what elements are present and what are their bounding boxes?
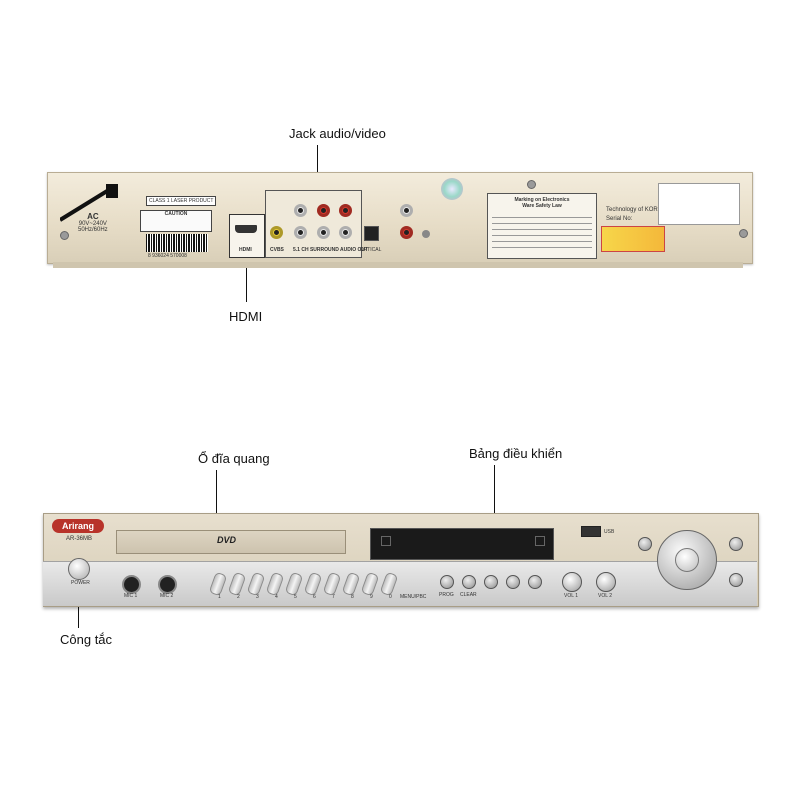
callout-power-switch: Công tắc	[60, 632, 113, 647]
ac-title: AC	[87, 212, 99, 221]
control-button-1[interactable]	[484, 575, 498, 589]
hdmi-port-block: HDMI	[229, 214, 265, 258]
power-button[interactable]	[68, 558, 90, 580]
jack-bottom-1[interactable]	[294, 226, 307, 239]
power-cord	[58, 182, 120, 222]
display-icon-left	[381, 536, 391, 546]
hdmi-port[interactable]	[235, 225, 257, 233]
key-5-label: 5	[294, 594, 297, 600]
ac-label-block: AC 90V~240V 50Hz/60Hz	[78, 212, 108, 233]
rear-screw-left	[60, 231, 69, 240]
usb-label: USB	[604, 529, 615, 535]
key-1-label: 1	[218, 594, 221, 600]
brand-logo: Arirang	[52, 519, 104, 533]
vol2-label: VOL 2	[598, 593, 612, 599]
jack-top-2[interactable]	[317, 204, 330, 217]
ground-screw	[422, 230, 430, 238]
technology-label: Technology of KOREA	[606, 207, 666, 213]
power-cord-icon	[58, 184, 118, 222]
jack-cvbs[interactable]	[270, 226, 283, 239]
key-3-label: 3	[256, 594, 259, 600]
key-7-label: 7	[332, 594, 335, 600]
key-6-label: 6	[313, 594, 316, 600]
ac-frequency: 50Hz/60Hz	[78, 227, 108, 233]
mic2-label: MIC 2	[160, 593, 174, 599]
vol1-label: VOL 1	[564, 593, 578, 599]
display-window	[370, 528, 554, 560]
spec-plate: Marking on Electronics Ware Safety Law	[487, 193, 597, 259]
optical-label: OPTICAL	[360, 247, 382, 253]
model-label: AR-36MB	[66, 536, 93, 542]
callout-optical-drive-line	[216, 470, 217, 536]
stop-button[interactable]	[729, 537, 743, 551]
key-0-label: 0	[389, 594, 392, 600]
rear-screw-mid	[527, 180, 536, 189]
jack-rf-bottom[interactable]	[400, 226, 413, 239]
hologram-sticker	[441, 178, 463, 200]
rear-panel-base	[53, 262, 743, 268]
mode-button[interactable]	[729, 573, 743, 587]
clear-button[interactable]	[462, 575, 476, 589]
callout-control-panel: Bảng điều khiển	[469, 446, 563, 461]
front-panel-lower	[43, 561, 757, 606]
vol1-knob[interactable]	[562, 572, 582, 592]
display-icon-right	[535, 536, 545, 546]
caution-title: CAUTION	[164, 211, 188, 217]
navigation-dial-center[interactable]	[675, 548, 699, 572]
vol2-knob[interactable]	[596, 572, 616, 592]
callout-hdmi: HDMI	[229, 309, 263, 324]
menu-pbc-label: MENU/PBC	[400, 594, 427, 600]
key-2-label: 2	[237, 594, 240, 600]
control-button-3[interactable]	[528, 575, 542, 589]
spec-plate-title: Marking on Electronics	[514, 197, 570, 203]
spec-plate-table	[492, 212, 592, 248]
disc-tray[interactable]: DVD	[116, 530, 346, 554]
clear-label: CLEAR	[460, 592, 477, 598]
brand-name: Arirang	[61, 521, 94, 531]
power-label: POWER	[71, 580, 90, 586]
surround-label: 5.1 CH SURROUND AUDIO OUT	[293, 247, 369, 253]
key-9-label: 9	[370, 594, 373, 600]
usb-port[interactable]	[581, 526, 601, 537]
jack-top-1[interactable]	[294, 204, 307, 217]
caution-label: CAUTION	[140, 210, 212, 232]
prog-label: PROG	[439, 592, 454, 598]
jack-bottom-3[interactable]	[339, 226, 352, 239]
warranty-sticker	[658, 183, 740, 225]
spec-plate-subtitle: Ware Safety Law	[522, 203, 562, 209]
callout-jack-audio-video: Jack audio/video	[289, 126, 386, 141]
barcode-number: 8 936024 570008	[148, 253, 187, 259]
barcode	[146, 234, 208, 252]
mic1-jack[interactable]	[122, 575, 141, 594]
rear-screw-right	[739, 229, 748, 238]
callout-optical-drive: Ổ đĩa quang	[198, 451, 270, 466]
navigation-dial[interactable]	[657, 530, 717, 590]
optical-port[interactable]	[364, 226, 379, 241]
mic1-label: MIC 1	[124, 593, 138, 599]
callout-hdmi-line	[246, 236, 247, 302]
jack-rf-top[interactable]	[400, 204, 413, 217]
brand-sticker	[601, 226, 665, 252]
dvd-logo: DVD	[217, 535, 237, 545]
ac-voltage: 90V~240V	[78, 221, 107, 227]
av-jack-block	[265, 190, 362, 258]
laser-label: CLASS 1 LASER PRODUCT	[146, 196, 217, 206]
serial-label: Serial No:	[606, 216, 633, 222]
jack-top-3[interactable]	[339, 204, 352, 217]
hdmi-port-label: HDMI	[239, 247, 252, 253]
key-8-label: 8	[351, 594, 354, 600]
prog-button[interactable]	[440, 575, 454, 589]
control-button-2[interactable]	[506, 575, 520, 589]
key-4-label: 4	[275, 594, 278, 600]
jack-bottom-2[interactable]	[317, 226, 330, 239]
mic2-jack[interactable]	[158, 575, 177, 594]
cvbs-label: CVBS	[270, 247, 284, 253]
eject-button[interactable]	[638, 537, 652, 551]
